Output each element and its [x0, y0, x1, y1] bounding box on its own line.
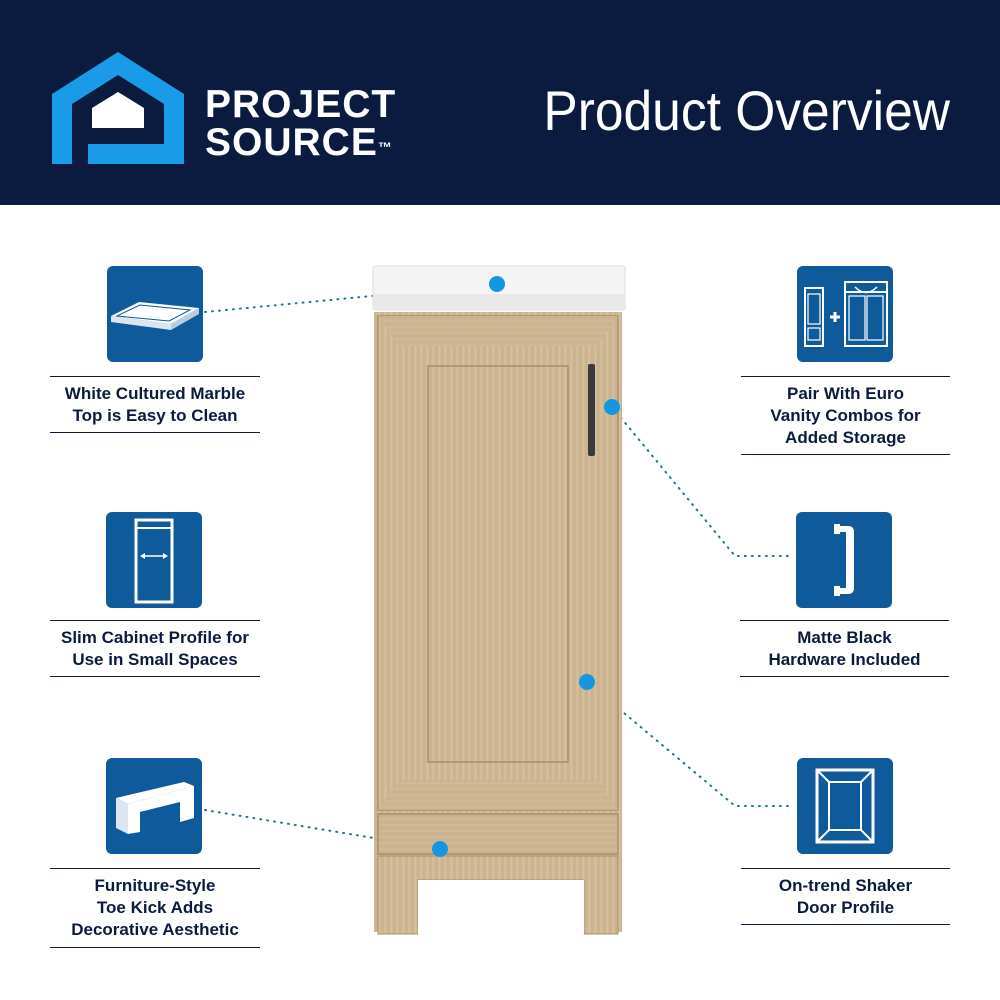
- hardware-text: Matte Black Hardware Included: [768, 628, 921, 669]
- handle-icon: [796, 512, 892, 608]
- brand-name: PROJECT SOURCE™: [205, 83, 397, 164]
- slim-profile-caption: Slim Cabinet Profile for Use in Small Sp…: [50, 620, 260, 677]
- vanity-cabinet-image: [372, 265, 626, 935]
- marble-top-marker: [489, 276, 505, 292]
- header-banner: PROJECT SOURCE™ Product Overview: [0, 0, 1000, 205]
- shaker-door-text: On-trend Shaker Door Profile: [778, 876, 913, 917]
- house-logo-icon: [52, 52, 184, 164]
- marble-slab-icon: [107, 266, 203, 362]
- shaker-door-caption: On-trend Shaker Door Profile: [741, 868, 950, 925]
- slim-cabinet-icon: [106, 512, 202, 608]
- shaker-door-icon: [797, 758, 893, 854]
- page-title: Product Overview: [543, 79, 950, 142]
- toe-kick-text: Furniture-Style Toe Kick Adds Decorative…: [71, 876, 239, 939]
- hardware-marker: [604, 399, 620, 415]
- toe-kick-icon: [106, 758, 202, 854]
- toe-kick-caption: Furniture-Style Toe Kick Adds Decorative…: [50, 868, 260, 948]
- vanity-combo-icon: [797, 266, 893, 362]
- shaker-door-marker: [579, 674, 595, 690]
- slim-profile-text: Slim Cabinet Profile for Use in Small Sp…: [61, 628, 249, 669]
- brand-line-2: SOURCE: [205, 121, 378, 164]
- pair-vanity-text: Pair With Euro Vanity Combos for Added S…: [770, 384, 921, 447]
- trademark-symbol: ™: [377, 139, 392, 155]
- hardware-caption: Matte Black Hardware Included: [740, 620, 949, 677]
- brand-line-1: PROJECT: [205, 83, 397, 126]
- toe-kick-marker: [432, 841, 448, 857]
- marble-top-text: White Cultured Marble Top is Easy to Cle…: [64, 384, 246, 425]
- marble-top-caption: White Cultured Marble Top is Easy to Cle…: [50, 376, 260, 433]
- pair-vanity-caption: Pair With Euro Vanity Combos for Added S…: [741, 376, 950, 455]
